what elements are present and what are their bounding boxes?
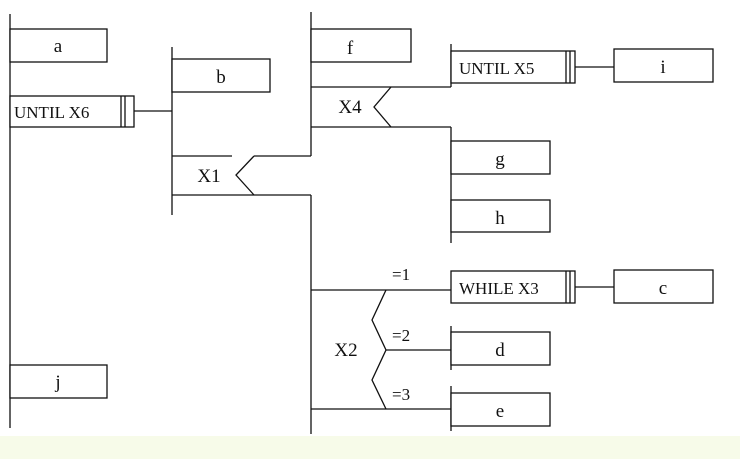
- block-b-label: b: [216, 67, 226, 88]
- block-j-label: j: [54, 372, 60, 393]
- loop-until-x6-label: UNTIL X6: [14, 103, 89, 122]
- block-h: h: [450, 199, 551, 233]
- block-e: e: [450, 392, 551, 427]
- loop-until-x5: UNTIL X5: [450, 50, 576, 84]
- block-a-label: a: [54, 36, 63, 57]
- block-i: i: [613, 48, 714, 83]
- condition-x4-label: X4: [338, 97, 362, 118]
- condition-x2: X2 =1 =2 =3: [311, 265, 451, 410]
- block-b: b: [171, 58, 271, 93]
- block-f: f: [310, 28, 412, 63]
- block-d-label: d: [495, 340, 505, 361]
- condition-x1: X1: [172, 155, 311, 196]
- block-g: g: [450, 140, 551, 175]
- block-g-label: g: [495, 149, 505, 170]
- loop-while-x3: WHILE X3: [450, 270, 576, 304]
- loop-until-x5-label: UNTIL X5: [459, 59, 534, 78]
- block-h-label: h: [495, 208, 505, 229]
- block-c-label: c: [659, 278, 667, 299]
- case-2-label: =2: [392, 326, 410, 345]
- block-j: j: [9, 364, 108, 399]
- block-e-label: e: [496, 401, 504, 422]
- block-c: c: [613, 269, 714, 304]
- block-a: a: [9, 28, 108, 63]
- condition-x4: X4: [311, 86, 451, 128]
- loop-while-x3-label: WHILE X3: [459, 279, 539, 298]
- condition-x2-label: X2: [334, 340, 357, 361]
- condition-x1-label: X1: [197, 166, 220, 187]
- block-f-label: f: [347, 38, 354, 59]
- case-3-label: =3: [392, 385, 410, 404]
- loop-until-x6: UNTIL X6: [9, 95, 135, 128]
- block-d: d: [450, 331, 551, 366]
- case-1-label: =1: [392, 265, 410, 284]
- block-i-label: i: [660, 57, 665, 78]
- bottom-band: [0, 436, 740, 459]
